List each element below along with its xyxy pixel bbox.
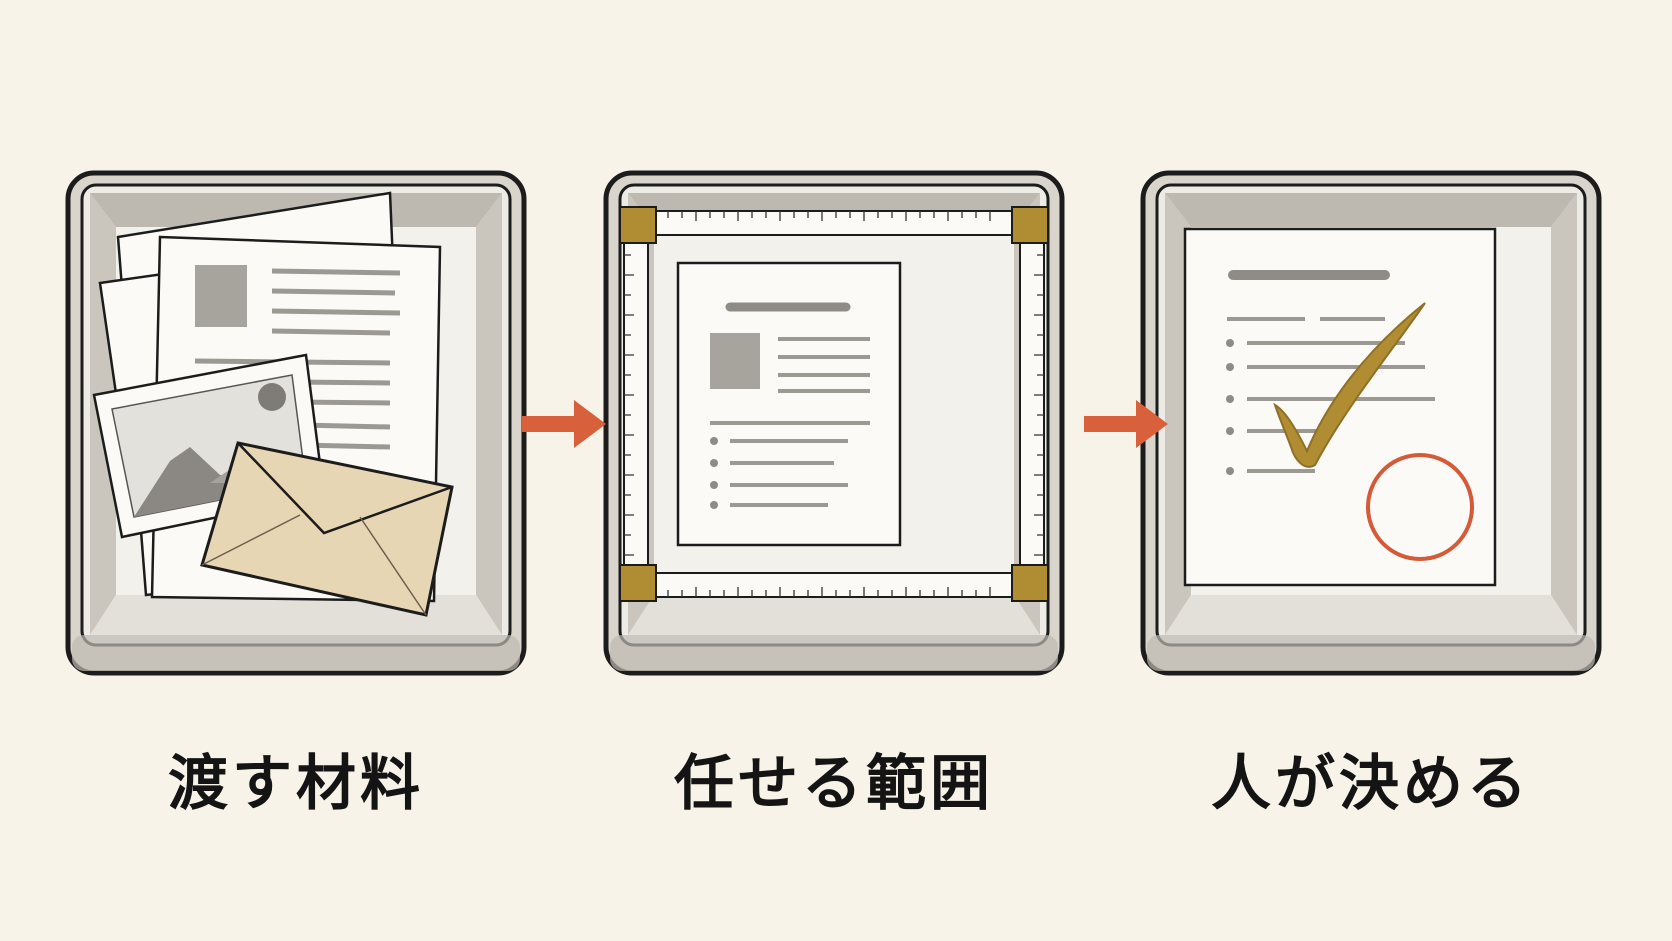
tray-decision (1140, 170, 1602, 676)
tray-materials (65, 170, 527, 676)
step-label-scope: 任せる範囲 (674, 749, 994, 819)
arrow-right-icon (1084, 400, 1168, 448)
step-label-decision: 人が決める (1211, 749, 1531, 819)
ruler-frame-icon (619, 206, 1049, 602)
envelope-icon (200, 441, 454, 617)
circle-stamp-icon (1366, 453, 1474, 561)
arrow-right-icon (522, 400, 606, 448)
step-label-materials: 渡す材料 (168, 749, 424, 819)
tray-scope (603, 170, 1065, 676)
check-mark-icon (1273, 302, 1426, 468)
document-icon (676, 261, 902, 547)
